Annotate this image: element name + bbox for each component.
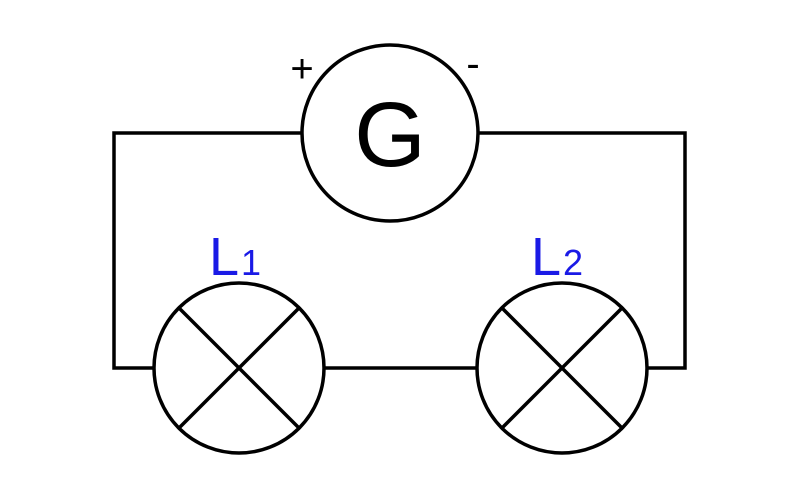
- lamp-2-label-letter: L: [531, 227, 561, 287]
- wire-right-loop: [476, 131, 687, 370]
- lamp-1-symbol: L1: [152, 227, 326, 455]
- lamp-1-cross-line-b: [176, 305, 302, 431]
- lamp-2-label: L2: [531, 227, 583, 287]
- lamp-1-label-subscript: 1: [241, 242, 261, 283]
- generator-symbol: G + -: [290, 42, 480, 223]
- generator-label: G: [354, 84, 426, 186]
- lamp-2-label-subscript: 2: [563, 242, 583, 283]
- generator-minus-terminal: -: [466, 42, 479, 86]
- lamp-1-label-letter: L: [209, 227, 239, 287]
- generator-circle: [300, 43, 480, 223]
- lamp-2-cross-line-b: [499, 305, 625, 431]
- generator-plus-terminal: +: [290, 47, 313, 91]
- wire-left-loop: [112, 131, 304, 370]
- lamp-1-label: L1: [209, 227, 261, 287]
- lamp-2-symbol: L2: [475, 227, 649, 455]
